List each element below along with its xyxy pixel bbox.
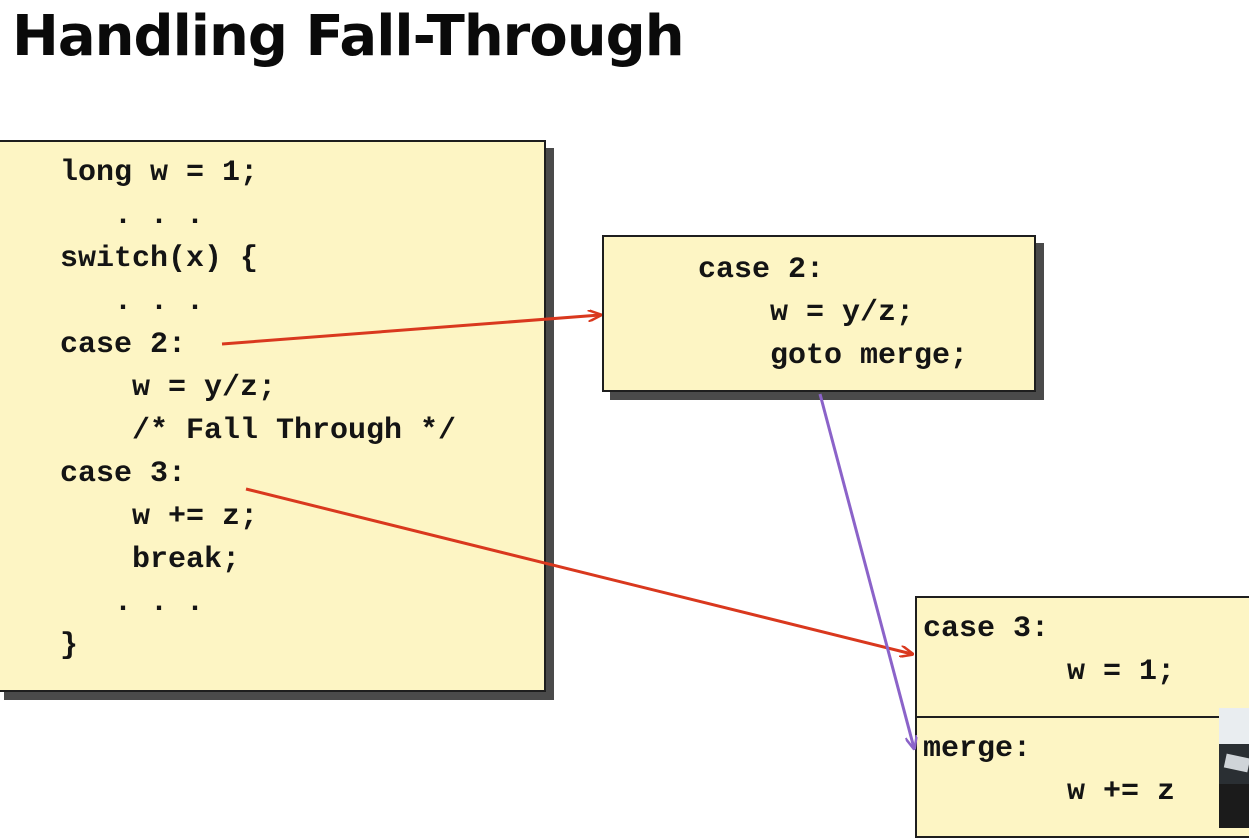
video-thumbnail [1219,708,1249,828]
arrow-goto-merge [818,393,914,748]
code-line: case 2: [698,253,825,287]
slide-title: Handling Fall-Through [12,4,685,69]
merge-block-box: merge: w += z [915,716,1249,838]
code-line: merge: [923,732,1032,766]
code-line: switch(x) { [60,242,259,276]
code-line: w = 1; [923,655,1176,689]
merge-code: merge: w += z [923,728,1175,814]
code-line: . . . [60,199,205,233]
source-code: long w = 1; . . . switch(x) { . . . case 2… [60,152,456,668]
code-line: goto merge; [698,339,969,373]
case2-code: case 2: w = y/z; goto merge; [698,249,968,378]
code-line: case 2: [60,328,187,362]
code-line: break; [60,543,241,577]
case3-block-box: case 3: w = 1; [915,596,1249,718]
code-line: /* Fall Through */ [60,414,457,448]
code-line: w = y/z; [60,371,277,405]
code-line: long w = 1; [60,156,259,190]
code-line: } [60,629,79,663]
case2-block-box: case 2: w = y/z; goto merge; [602,235,1036,392]
code-line: w += z [923,775,1176,809]
code-line: w += z; [60,500,259,534]
code-line: . . . [60,586,205,620]
code-line: w = y/z; [698,296,915,330]
code-line: case 3: [60,457,187,491]
code-line: case 3: [923,612,1050,646]
code-line: . . . [60,285,205,319]
case3-code: case 3: w = 1; [923,608,1175,694]
source-code-box: long w = 1; . . . switch(x) { . . . case 2… [0,140,546,692]
